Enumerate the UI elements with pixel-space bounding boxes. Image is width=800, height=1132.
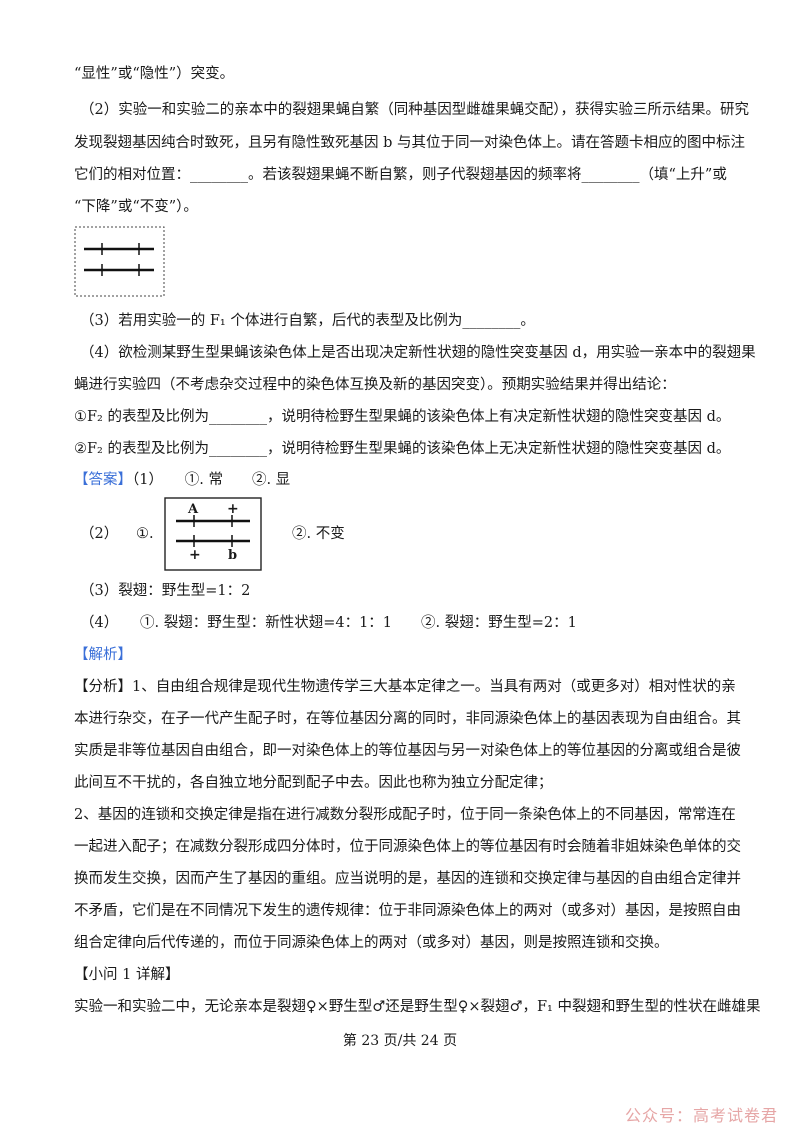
answer-q2-marker: ①.: [136, 526, 154, 542]
analysis-line: 本进行杂交，在子一代产生配子时，在等位基因分离的同时，非同源染色体上的基因表现为…: [74, 711, 741, 727]
answer-label: 【答案】: [74, 472, 132, 488]
gene-label: +: [227, 501, 239, 517]
chromosome-diagram-answer: A + + b: [164, 497, 262, 571]
text-line: ②F₂ 的表型及比例为________，说明待检野生型果蝇的该染色体上无决定新性…: [74, 441, 731, 457]
gene-label: +: [189, 547, 201, 563]
answer-q4: （4） ①. 裂翅：野生型：新性状翅=4：1：1 ②. 裂翅：野生型=2：1: [80, 615, 577, 631]
text-line: 它们的相对位置：________。若该裂翅果蝇不断自繁，则子代裂翅基因的频率将_…: [74, 167, 727, 183]
text-line: “下降”或“不变”）。: [74, 199, 198, 215]
analysis-line: 不矛盾，它们是在不同情况下发生的遗传规律：位于非同源染色体上的两对（或多对）基因…: [74, 903, 741, 919]
analysis-line: 2、基因的连锁和交换定律是指在进行减数分裂形成配子时，位于同一条染色体上的不同基…: [74, 807, 736, 823]
analysis-line: 实质是非等位基因自由组合，即一对染色体上的等位基因与另一对染色体上的等位基因的分…: [74, 743, 741, 759]
text-line: （2）实验一和实验二的亲本中的裂翅果蝇自繁（同种基因型雌雄果蝇交配），获得实验三…: [80, 102, 749, 118]
text-line: “显性”或“隐性”）突变。: [74, 66, 235, 82]
answer-q1: （1） ①. 常 ②. 显: [132, 472, 291, 488]
gene-label: A: [188, 502, 199, 517]
answer-line-1: 【答案】（1） ①. 常 ②. 显: [74, 470, 734, 490]
gene-label: b: [228, 548, 238, 563]
text-line: 蝇进行实验四（不考虑杂交过程中的染色体互换及新的基因突变）。预期实验结果并得出结…: [74, 377, 676, 393]
analysis-line: 换而发生交换，因而产生了基因的重组。应当说明的是，基因的连锁和交换定律与基因的自…: [74, 871, 741, 887]
text-line: 发现裂翅基因纯合时致死，且另有隐性致死基因 b 与其位于同一对染色体上。请在答题…: [74, 135, 745, 151]
watermark: 公众号：高考试卷君: [624, 1106, 778, 1125]
text-line: （3）若用实验一的 F₁ 个体进行自繁，后代的表型及比例为________。: [80, 313, 535, 329]
analysis-line: 此间互不干扰的，各自独立地分配到配子中去。因此也称为独立分配定律；: [74, 775, 553, 791]
analysis-line: 实验一和实验二中，无论亲本是裂翅♀×野生型♂还是野生型♀×裂翅♂，F₁ 中裂翅和…: [74, 999, 761, 1015]
text-line: ①F₂ 的表型及比例为________，说明待检野生型果蝇的该染色体上有决定新性…: [74, 409, 731, 425]
analysis-line: 【分析】1、自由组合规律是现代生物遗传学三大基本定律之一。当具有两对（或更多对）…: [74, 679, 736, 695]
analysis-line: 一起进入配子；在减数分裂形成四分体时，位于同源染色体上的等位基因有时会随着非姐妹…: [74, 839, 741, 855]
analysis-line: 组合定律向后代传递的，而位于同源染色体上的两对（或多对）基因，则是按照连锁和交换…: [74, 935, 669, 951]
subquestion-heading: 【小问 1 详解】: [74, 967, 180, 983]
answer-q2-after: ②. 不变: [292, 526, 345, 542]
answer-q2-prefix: （2）: [80, 526, 119, 542]
page-footer: 第 23 页/共 24 页: [342, 1033, 458, 1049]
analysis-label: 【解析】: [74, 647, 132, 663]
text-line: （4）欲检测某野生型果蝇该染色体上是否出现决定新性状翅的隐性突变基因 d，用实验…: [80, 345, 756, 361]
answer-q3: （3）裂翅：野生型=1：2: [80, 583, 251, 599]
chromosome-diagram-blank: [74, 226, 165, 297]
